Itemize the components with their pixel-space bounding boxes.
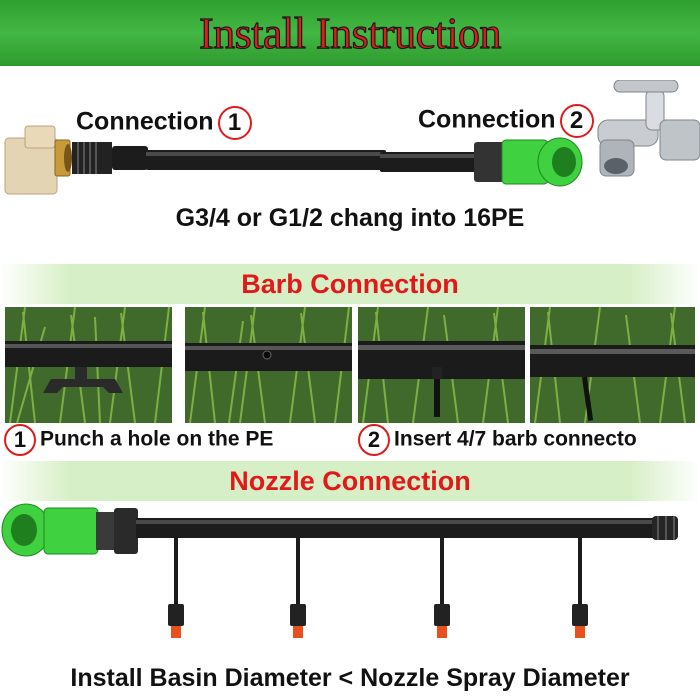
nozzle-branch: [168, 536, 184, 638]
barb-connector-icon: [434, 379, 440, 417]
connection-1-number: 1: [217, 106, 252, 140]
barb-connection-heading: Barb Connection: [241, 268, 459, 299]
nozzle-icon: [171, 626, 181, 638]
threaded-adapter-icon: [72, 142, 148, 174]
nozzle-footer-note: Install Basin Diameter < Nozzle Spray Di…: [70, 664, 630, 692]
nozzle-icon: [575, 626, 585, 638]
nozzle-branch: [434, 536, 450, 638]
hole-icon: [262, 350, 272, 360]
page-title: Install Instruction: [198, 8, 502, 58]
thread-note: G3/4 or G1/2 chang into 16PE: [175, 204, 525, 232]
nozzle-connection-heading: Nozzle Connection: [229, 465, 471, 496]
nozzle-branch: [290, 536, 306, 638]
nozzle-icon: [437, 626, 447, 638]
barb-connector-icon: [582, 376, 594, 421]
title-banner: Install Instruction: [0, 0, 700, 66]
photo-barb-tool: [5, 307, 172, 423]
nozzle-branch: [572, 536, 588, 638]
connection-2-number: 2: [559, 104, 594, 138]
photo-punched-hole: [185, 307, 352, 423]
photo-barb-inserted: [358, 307, 525, 423]
quick-connector-icon: [1, 503, 138, 557]
photo-barb-side: [530, 307, 695, 423]
punch-tool-icon: [43, 367, 123, 393]
nozzle-connection-banner: Nozzle Connection: [0, 461, 700, 501]
barb-connection-banner: Barb Connection: [0, 264, 700, 304]
barb-step-1-number: 1: [4, 424, 36, 456]
quick-connector-icon: [474, 137, 583, 187]
end-plug-icon: [652, 516, 678, 540]
nozzle-icon: [293, 626, 303, 638]
barb-step-2-number: 2: [358, 424, 390, 456]
nozzle-diagram: [1, 503, 678, 638]
tee-fitting-icon: [4, 125, 72, 195]
connection-1-illustration: [4, 125, 386, 195]
connection-2-illustration: [380, 80, 700, 187]
faucet-icon: [597, 80, 700, 177]
